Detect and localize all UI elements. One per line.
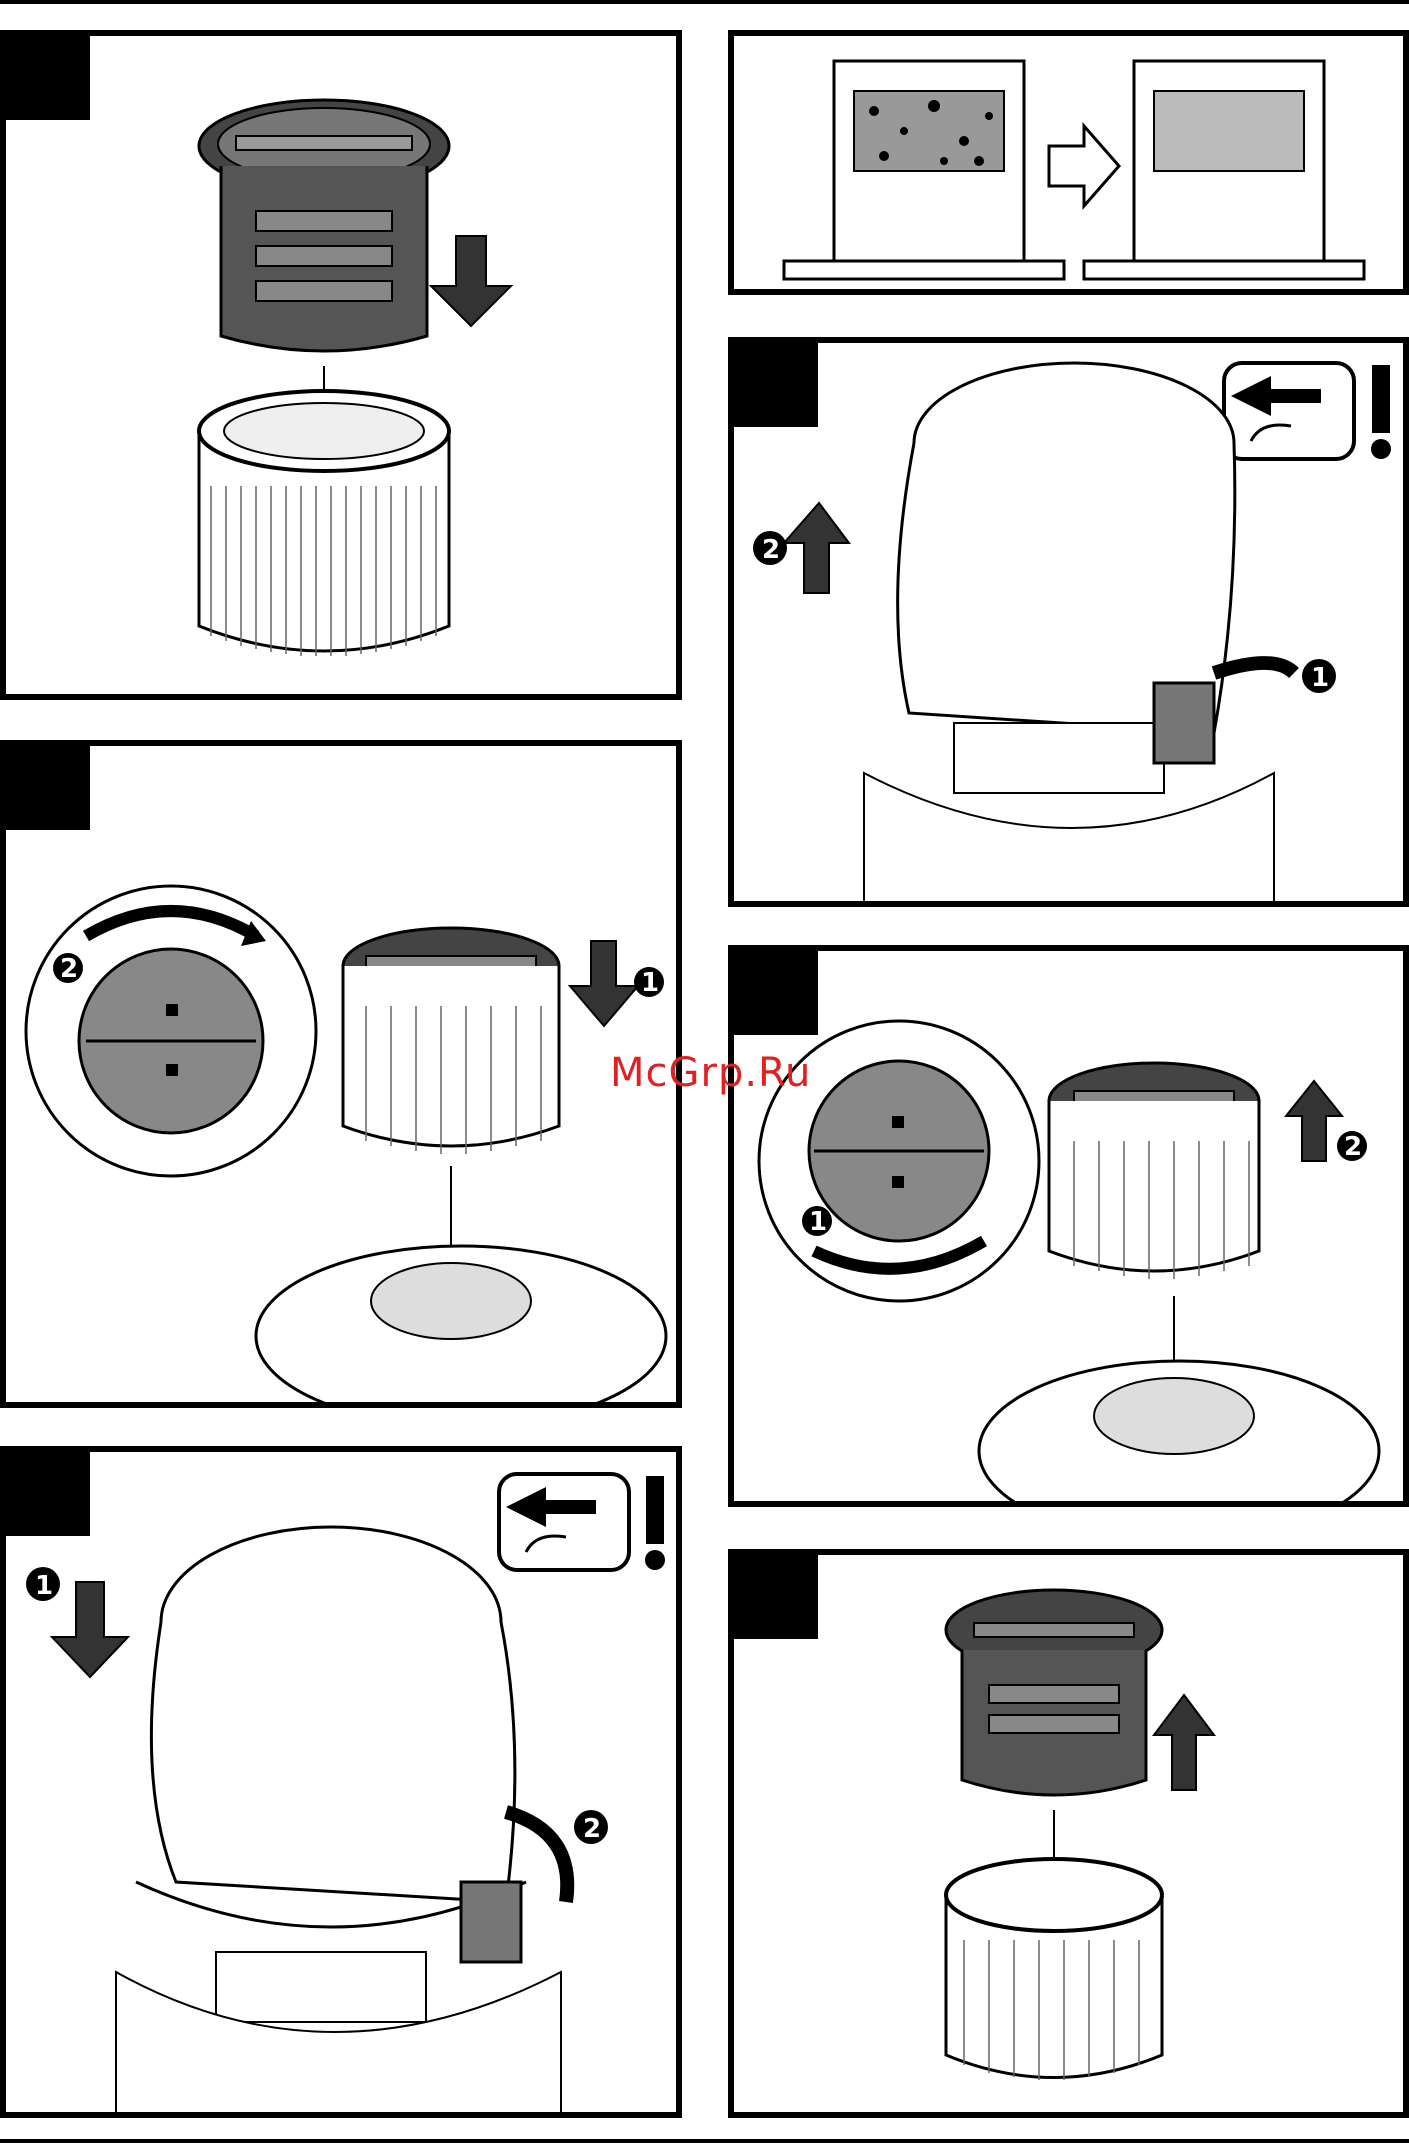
bottom-rule: [0, 2139, 1409, 2143]
right-arrow-icon: [1049, 126, 1119, 206]
panel-filter-comparison: [728, 30, 1409, 295]
step-marker-1: 1: [35, 1571, 53, 1601]
panel-twist-filter: 2 1: [0, 740, 682, 1408]
unplug-warning-icon: [1224, 363, 1354, 459]
step-marker-2: 2: [762, 535, 780, 565]
lock-icon: [892, 1116, 904, 1128]
panel-filter-separate: [728, 1549, 1409, 2118]
up-arrow-icon: [784, 503, 849, 593]
step-marker-2: 2: [60, 954, 78, 984]
step-marker-2: 2: [1344, 1132, 1362, 1162]
step-marker-1: 1: [809, 1207, 827, 1237]
step-marker-1: 1: [641, 968, 659, 998]
top-rule: [0, 0, 1409, 4]
step-marker-2: 2: [583, 1814, 601, 1844]
exclamation-icon: [1371, 365, 1391, 459]
up-arrow-icon: [1154, 1695, 1214, 1790]
panel-open-latch: 2 1: [728, 337, 1409, 907]
unlock-icon: [166, 1064, 178, 1076]
curved-arrow-icon: [1214, 663, 1294, 673]
unlock-icon: [892, 1176, 904, 1188]
down-arrow-icon: [570, 941, 638, 1026]
panel-close-latch: 1 2: [0, 1446, 682, 2118]
unplug-warning-icon: [499, 1474, 629, 1570]
panel-untwist-filter: 1 2: [728, 945, 1409, 1507]
lock-icon: [166, 1004, 178, 1016]
up-arrow-icon: [1286, 1081, 1342, 1161]
step-marker-1: 1: [1311, 663, 1329, 693]
watermark: McGrp.Ru: [610, 1050, 811, 1096]
down-arrow-icon: [431, 236, 511, 326]
panel-filter-assembly: [0, 30, 682, 700]
down-arrow-icon: [52, 1582, 128, 1677]
exclamation-icon: [645, 1476, 665, 1570]
